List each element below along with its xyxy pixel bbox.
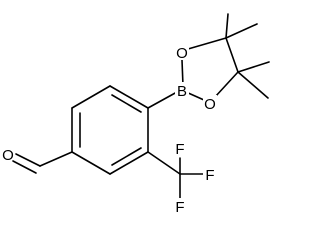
aldehyde-double-bond-b: [12, 160, 37, 174]
ring-bond-4: [71, 151, 111, 175]
molecule-canvas: B O O O F F F: [2, 13, 270, 216]
oxygen-top-label: O: [176, 45, 188, 62]
boron-label: B: [177, 83, 187, 100]
boronate-ester: [147, 13, 270, 109]
fluorine-bottom-label: F: [175, 199, 184, 216]
c-c-ring-bond: [225, 37, 239, 73]
methyl-bond-4: [237, 71, 269, 99]
aldehyde-c-bond: [39, 151, 73, 167]
benzene-ring: [71, 85, 149, 175]
methyl-bond-1: [225, 13, 229, 39]
oxygen-bottom-label: O: [204, 96, 216, 113]
methyl-bond-3: [237, 61, 270, 73]
methyl-bond-2: [225, 23, 258, 39]
aldehyde-group: [12, 151, 73, 174]
ring-bond-3: [109, 151, 149, 175]
ring-inner-bond-2: [111, 147, 142, 166]
fluorine-right-label: F: [205, 167, 214, 184]
aldehyde-oxygen-label: O: [2, 147, 14, 164]
c-cf3-bond: [147, 151, 181, 175]
aldehyde-double-bond-a: [15, 153, 41, 167]
b-o-top-bond: [181, 59, 184, 87]
atom-labels: B O O O F F F: [2, 44, 217, 216]
o-bottom-c-bond: [214, 71, 239, 98]
ring-bond-1: [109, 85, 149, 109]
ring-bond-6: [71, 85, 111, 109]
fluorine-top-label: F: [175, 141, 184, 158]
ring-inner-bond-1: [111, 94, 142, 113]
structure-diagram: B O O O F F F: [2, 13, 270, 216]
trifluoromethyl-group: [147, 151, 205, 201]
c-b-bond: [147, 91, 178, 109]
o-top-c-bond: [187, 37, 227, 50]
